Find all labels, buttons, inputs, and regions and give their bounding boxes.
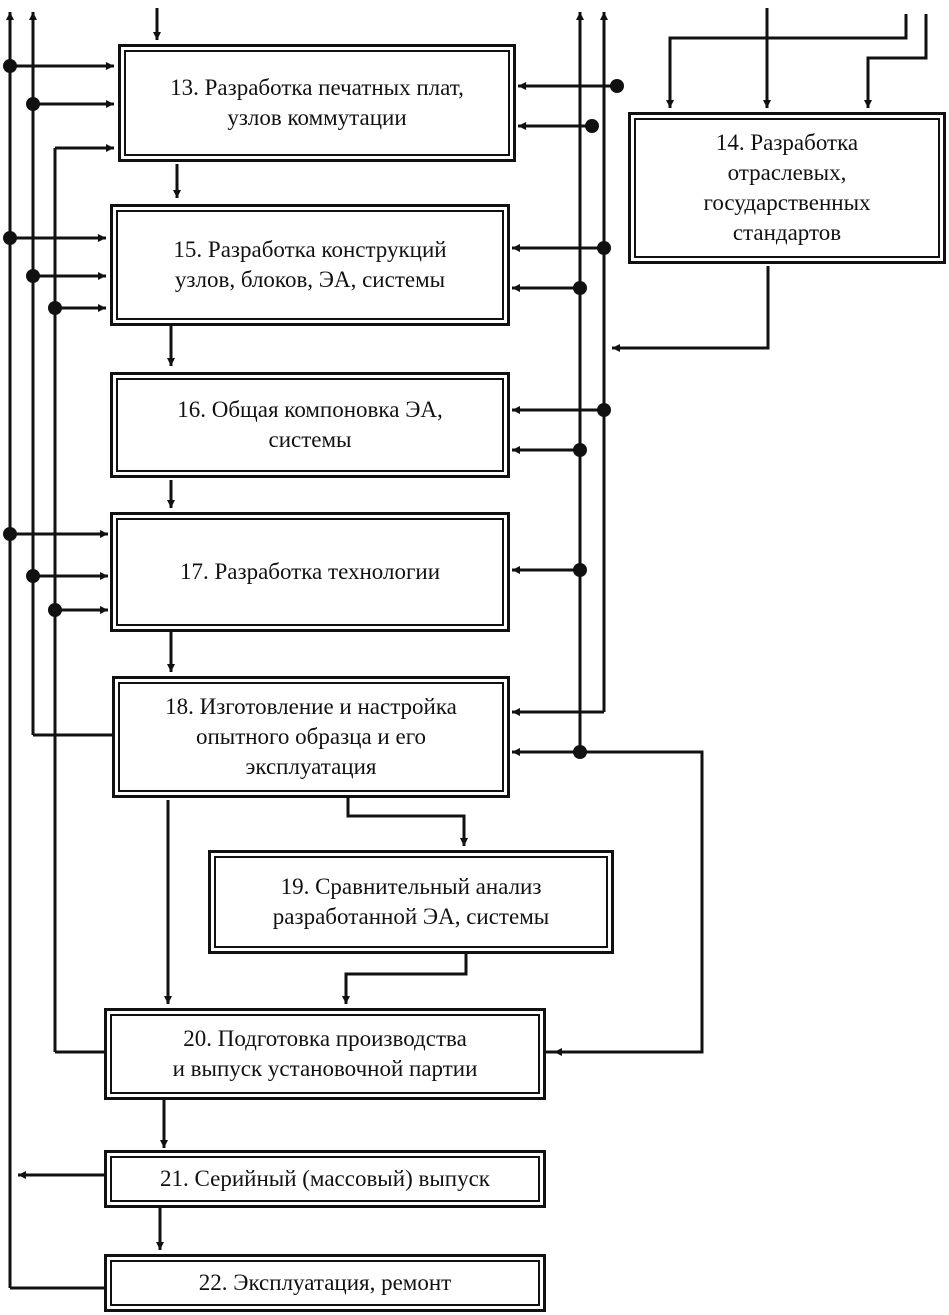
junction-dot: [26, 269, 40, 283]
box-19-label: 19. Сравнительный анализ разработанной Э…: [272, 874, 550, 929]
junction-dot: [26, 569, 40, 583]
junction-dot: [573, 281, 587, 295]
box-19-comparative-analysis: 19. Сравнительный анализ разработанной Э…: [208, 850, 614, 954]
box-18-prototype-manufacture: 18. Изготовление и настройка опытного об…: [112, 676, 510, 798]
junction-dot: [3, 59, 17, 73]
box-13-label: 13. Разработка печатных плат, узлов комм…: [170, 75, 464, 130]
box-21-label: 21. Серийный (массовый) выпуск: [160, 1166, 490, 1191]
junction-dot: [26, 97, 40, 111]
box-17-label: 17. Разработка технологии: [179, 559, 441, 584]
junction-dot: [48, 603, 62, 617]
box-20-production-preparation: 20. Подготовка производства и выпуск уст…: [104, 1008, 546, 1100]
junction-dot: [48, 301, 62, 315]
junction-dot: [3, 231, 17, 245]
junction-dot: [597, 403, 611, 417]
junction-dot: [573, 563, 587, 577]
junction-dot: [610, 79, 624, 93]
junction-dot: [573, 443, 587, 457]
box-16-general-layout: 16. Общая компоновка ЭА, системы: [110, 372, 510, 478]
box-17-technology-development: 17. Разработка технологии: [110, 512, 510, 632]
box-14-label: 14. Разработка отраслевых, государственн…: [703, 130, 871, 245]
box-15-label: 15. Разработка конструкций узлов, блоков…: [173, 237, 447, 292]
box-21-serial-production: 21. Серийный (массовый) выпуск: [104, 1150, 546, 1208]
junction-dot: [3, 527, 17, 541]
box-18-label: 18. Изготовление и настройка опытного об…: [165, 694, 457, 779]
box-16-label: 16. Общая компоновка ЭА, системы: [177, 397, 443, 452]
box-22-operation-repair: 22. Эксплуатация, ремонт: [104, 1254, 546, 1312]
junction-dot: [573, 745, 587, 759]
box-22-label: 22. Эксплуатация, ремонт: [198, 1270, 452, 1295]
box-14-standards-development: 14. Разработка отраслевых, государственн…: [628, 112, 946, 264]
box-13-pcb-development: 13. Разработка печатных плат, узлов комм…: [118, 44, 516, 162]
junction-dot: [597, 241, 611, 255]
box-20-label: 20. Подготовка производства и выпуск уст…: [172, 1026, 478, 1081]
box-15-design-of-units: 15. Разработка конструкций узлов, блоков…: [110, 204, 510, 326]
junction-dot: [585, 119, 599, 133]
